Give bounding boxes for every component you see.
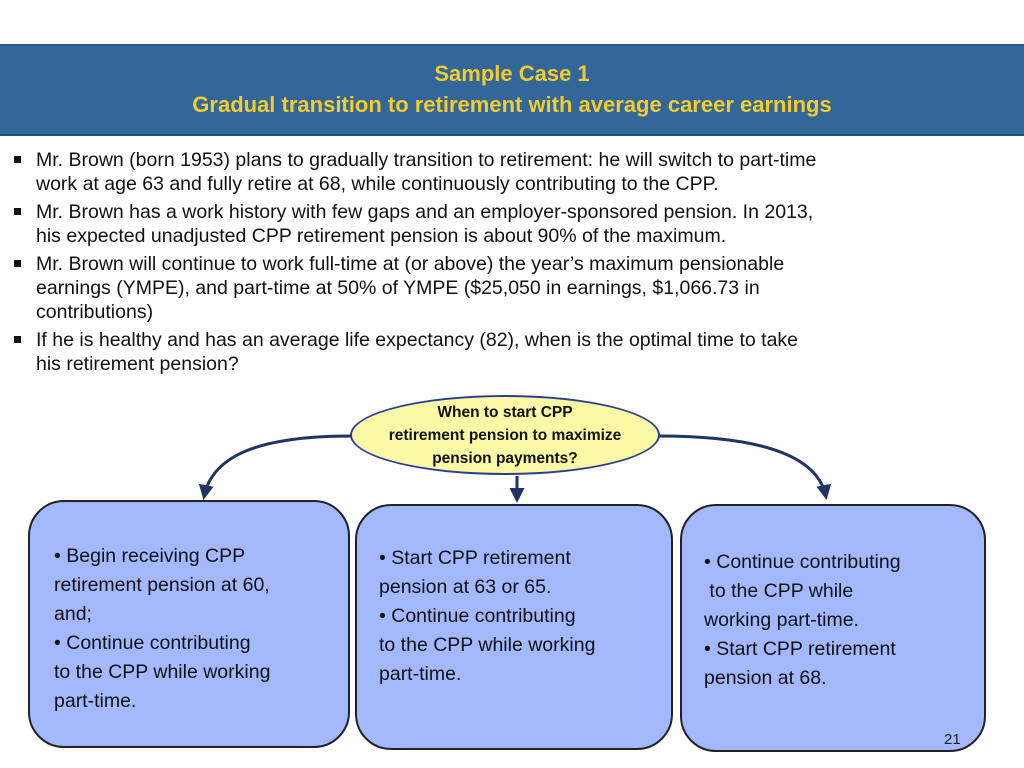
option-line: • Continue contributing bbox=[54, 632, 251, 654]
option-line: • Start CPP retirement bbox=[704, 638, 896, 660]
option-line: • Continue contributing bbox=[704, 551, 901, 573]
option-line: part-time. bbox=[54, 690, 137, 712]
square-bullet-icon bbox=[14, 208, 21, 215]
option-line: retirement pension at 60, bbox=[54, 574, 270, 596]
option-box-start-at-60: • Begin receiving CPP retirement pension… bbox=[28, 500, 350, 748]
option-line: • Begin receiving CPP bbox=[54, 545, 246, 567]
square-bullet-icon bbox=[14, 260, 21, 267]
bullet-line: his retirement pension? bbox=[36, 353, 239, 375]
bullet-line: work at age 63 and fully retire at 68, w… bbox=[36, 173, 719, 195]
arrow-right bbox=[657, 434, 832, 500]
bullet-line: Mr. Brown will continue to work full-tim… bbox=[36, 253, 785, 275]
bullet-line: Mr. Brown has a work history with few ga… bbox=[36, 201, 814, 223]
bullet-list: Mr. Brown (born 1953) plans to gradually… bbox=[12, 148, 1012, 380]
bullet-line: Mr. Brown (born 1953) plans to gradually… bbox=[36, 149, 817, 171]
square-bullet-icon bbox=[14, 336, 21, 343]
option-line: part-time. bbox=[379, 663, 462, 685]
bullet-line: earnings (YMPE), and part-time at 50% of… bbox=[36, 277, 760, 299]
bullet-item: Mr. Brown (born 1953) plans to gradually… bbox=[12, 148, 1012, 196]
option-line: to the CPP while bbox=[704, 580, 854, 602]
option-line: • Continue contributing bbox=[379, 605, 576, 627]
square-bullet-icon bbox=[14, 156, 21, 163]
option-box-start-at-68: • Continue contributing to the CPP while… bbox=[680, 504, 986, 752]
slide-subtitle: Gradual transition to retirement with av… bbox=[192, 92, 832, 117]
arrow-left bbox=[198, 434, 353, 500]
option-line: to the CPP while working bbox=[379, 634, 596, 656]
question-line: pension payments? bbox=[432, 449, 578, 467]
option-line: and; bbox=[54, 603, 92, 625]
page-number: 21 bbox=[944, 731, 961, 748]
slide-header: Sample Case 1 Gradual transition to reti… bbox=[0, 44, 1024, 136]
bullet-item: Mr. Brown will continue to work full-tim… bbox=[12, 252, 1012, 324]
option-line: pension at 68. bbox=[704, 667, 827, 689]
bullet-line: his expected unadjusted CPP retirement p… bbox=[36, 225, 727, 247]
option-line: pension at 63 or 65. bbox=[379, 576, 552, 598]
bullet-item: Mr. Brown has a work history with few ga… bbox=[12, 200, 1012, 248]
slide-title: Sample Case 1 bbox=[434, 61, 590, 86]
question-ellipse: When to start CPP retirement pension to … bbox=[350, 395, 660, 475]
bullet-line: If he is healthy and has an average life… bbox=[36, 329, 799, 351]
bullet-line: contributions) bbox=[36, 301, 154, 323]
option-box-start-at-63-or-65: • Start CPP retirement pension at 63 or … bbox=[355, 504, 673, 750]
option-line: working part-time. bbox=[704, 609, 859, 631]
option-line: • Start CPP retirement bbox=[379, 547, 571, 569]
question-line: retirement pension to maximize bbox=[388, 426, 622, 444]
option-line: to the CPP while working bbox=[54, 661, 271, 683]
bullet-item: If he is healthy and has an average life… bbox=[12, 328, 1012, 376]
question-line: When to start CPP bbox=[437, 403, 573, 421]
